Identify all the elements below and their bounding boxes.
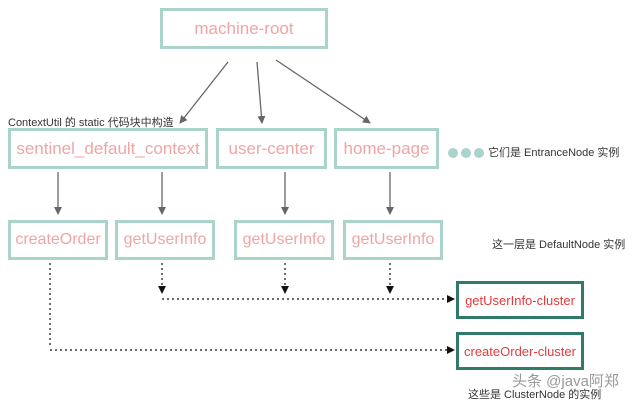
edge-root-sentinel (179, 61, 229, 124)
node-getuserinfo-3: getUserInfo (343, 220, 443, 260)
edge-root-home-page (275, 59, 371, 124)
dot-icon (448, 148, 458, 158)
entrance-note: 它们是 EntranceNode 实例 (488, 147, 620, 159)
node-home-page: home-page (334, 128, 439, 169)
ellipsis-dots (448, 145, 487, 163)
edge-root-user-center (256, 61, 266, 124)
node-getuserinfo-2: getUserInfo (234, 220, 334, 260)
context-note: ContextUtil 的 static 代码块中构造 (8, 117, 174, 129)
node-sentinel-default-context: sentinel_default_context (8, 128, 208, 169)
dot-icon (461, 148, 471, 158)
watermark-text: 头条 @java阿郑 (512, 373, 619, 390)
node-user-center: user-center (216, 128, 327, 169)
node-createorder-cluster: createOrder-cluster (456, 332, 584, 370)
node-getuserinfo-1: getUserInfo (115, 220, 215, 260)
dot-icon (474, 148, 484, 158)
cluster-note: 这些是 ClusterNode 的实例 (468, 389, 602, 401)
default-note: 这一层是 DefaultNode 实例 (492, 239, 626, 251)
node-machine-root: machine-root (160, 8, 328, 49)
node-createorder: createOrder (8, 220, 108, 260)
node-getuserinfo-cluster: getUserInfo-cluster (456, 281, 584, 319)
